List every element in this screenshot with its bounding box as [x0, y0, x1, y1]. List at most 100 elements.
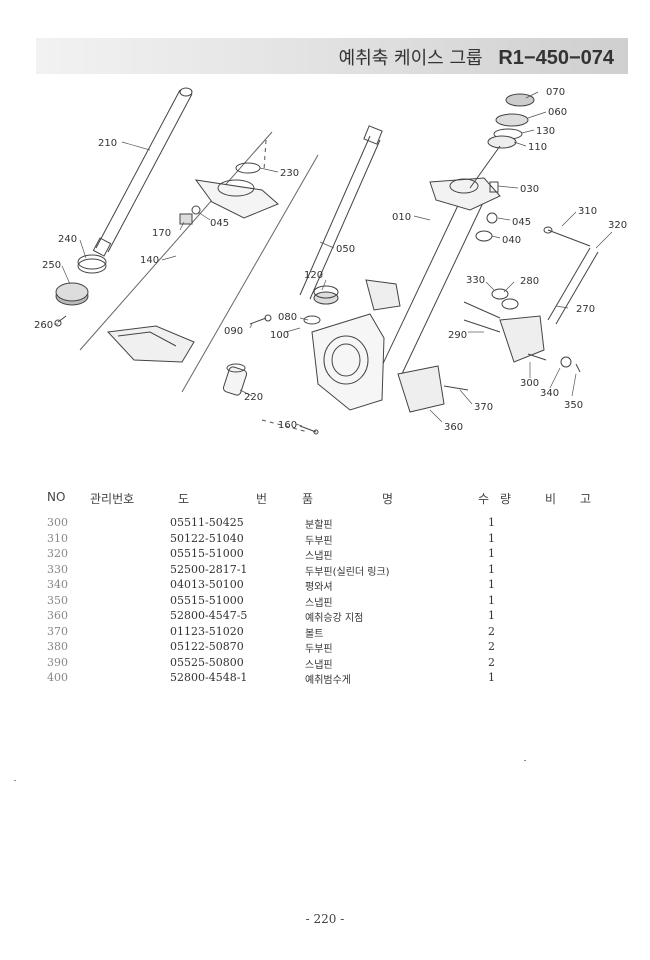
cell-drawing-no: 52800-4547-5	[170, 609, 248, 622]
label-220: 220	[244, 392, 263, 403]
cell-drawing-no: 05525-50800	[170, 655, 244, 669]
table-row: 400 52800-4548-1 예취범수게 1	[0, 671, 650, 687]
bracket-140	[106, 325, 195, 363]
scan-speck	[14, 780, 16, 781]
label-060: 060	[548, 107, 567, 118]
cell-no: 340	[47, 578, 68, 591]
header-no: NO	[47, 490, 66, 504]
housing-230	[194, 162, 279, 219]
sleeve-220	[222, 363, 248, 396]
cell-no: 350	[47, 593, 68, 607]
gear-250	[55, 282, 89, 306]
pin-310	[543, 226, 591, 247]
label-240: 240	[58, 234, 77, 245]
bearing-120	[313, 285, 339, 305]
cell-quantity: 1	[488, 562, 495, 576]
cell-quantity: 2	[488, 640, 495, 653]
cell-no: 400	[47, 671, 68, 684]
cell-quantity: 1	[488, 516, 495, 529]
cell-item-name: 분할핀	[305, 520, 333, 531]
label-370: 370	[474, 402, 493, 413]
cell-item-name: 스냅핀	[305, 597, 333, 609]
label-280: 280	[520, 276, 539, 287]
label-110: 110	[528, 142, 547, 153]
label-120: 120	[304, 270, 323, 281]
cell-drawing-no: 04013-50100	[170, 578, 244, 591]
part-080	[303, 315, 321, 325]
shaft-050	[299, 125, 383, 300]
cell-item-name: 두부핀	[305, 644, 333, 655]
part-090	[249, 314, 272, 325]
cell-quantity: 2	[488, 624, 495, 638]
cell-no: 360	[47, 609, 68, 622]
cell-quantity: 2	[488, 655, 495, 669]
label-070: 070	[546, 87, 565, 98]
header-item-2: 명	[382, 492, 394, 506]
cell-drawing-no: 50122-51040	[170, 531, 244, 545]
label-045a: 045	[210, 218, 229, 229]
label-270: 270	[576, 304, 595, 315]
label-360: 360	[444, 422, 463, 433]
cell-quantity: 1	[488, 593, 495, 607]
header-band	[36, 38, 628, 74]
label-340: 340	[540, 388, 559, 399]
cell-item-name: 평와셔	[305, 582, 333, 593]
page-title: 예취축 케이스 그룹 R1−450−074	[339, 44, 614, 70]
cell-drawing-no: 52500-2817-1	[170, 562, 248, 576]
exploded-parts-diagram: 070 060 130 110 210 230 030 010 045 045 …	[34, 87, 627, 435]
label-330: 330	[466, 275, 485, 286]
frame-140-outline	[79, 131, 319, 393]
table-header: NO 관리번호 도 번 품 명 수 량 비 고	[0, 490, 650, 506]
cell-item-name: 스냅핀	[305, 551, 333, 562]
bearing-240	[77, 254, 107, 274]
label-090: 090	[224, 326, 243, 337]
page-number: - 220 -	[305, 912, 345, 926]
cell-drawing-no: 05122-50870	[170, 640, 244, 653]
bolt-030	[489, 181, 499, 193]
label-050: 050	[336, 244, 355, 255]
title-code: R1−450−074	[498, 47, 614, 69]
label-040: 040	[502, 235, 521, 246]
cell-quantity: 1	[488, 578, 495, 591]
label-130: 130	[536, 126, 555, 137]
cell-drawing-no: 05515-51000	[170, 593, 244, 607]
cell-no: 300	[47, 516, 68, 529]
cell-drawing-no: 05515-51000	[170, 547, 244, 560]
label-290: 290	[448, 330, 467, 341]
header-note-2: 고	[580, 492, 592, 506]
label-350: 350	[564, 400, 583, 411]
label-230: 230	[280, 168, 299, 179]
label-045b: 045	[512, 217, 531, 228]
label-320: 320	[608, 220, 627, 231]
header-item-1: 품	[302, 492, 314, 506]
table-row: 350 05515-51000 스냅핀 1	[0, 594, 650, 610]
header-note-1: 비	[545, 492, 557, 506]
cell-item-name: 예취범수게	[305, 675, 351, 686]
cell-quantity: 1	[488, 671, 495, 684]
header-qty-2: 량	[500, 492, 512, 506]
cell-no: 380	[47, 640, 68, 653]
label-100: 100	[270, 330, 289, 341]
cell-item-name: 볼트	[305, 628, 324, 640]
cell-no: 390	[47, 655, 68, 669]
label-010: 010	[392, 212, 411, 223]
cell-no: 370	[47, 624, 68, 638]
label-160: 160	[278, 420, 297, 431]
header-mgmt-no: 관리번호	[90, 492, 135, 506]
header-drawing-2: 번	[256, 492, 268, 506]
title-korean: 예취축 케이스 그룹	[338, 48, 483, 69]
pin-160	[299, 425, 319, 435]
cell-drawing-no: 52800-4548-1	[170, 671, 248, 684]
link-270	[547, 247, 599, 325]
bolt-370	[443, 385, 469, 391]
label-170: 170	[152, 228, 171, 239]
header-qty-1: 수	[478, 492, 490, 506]
pin-300	[527, 353, 547, 361]
